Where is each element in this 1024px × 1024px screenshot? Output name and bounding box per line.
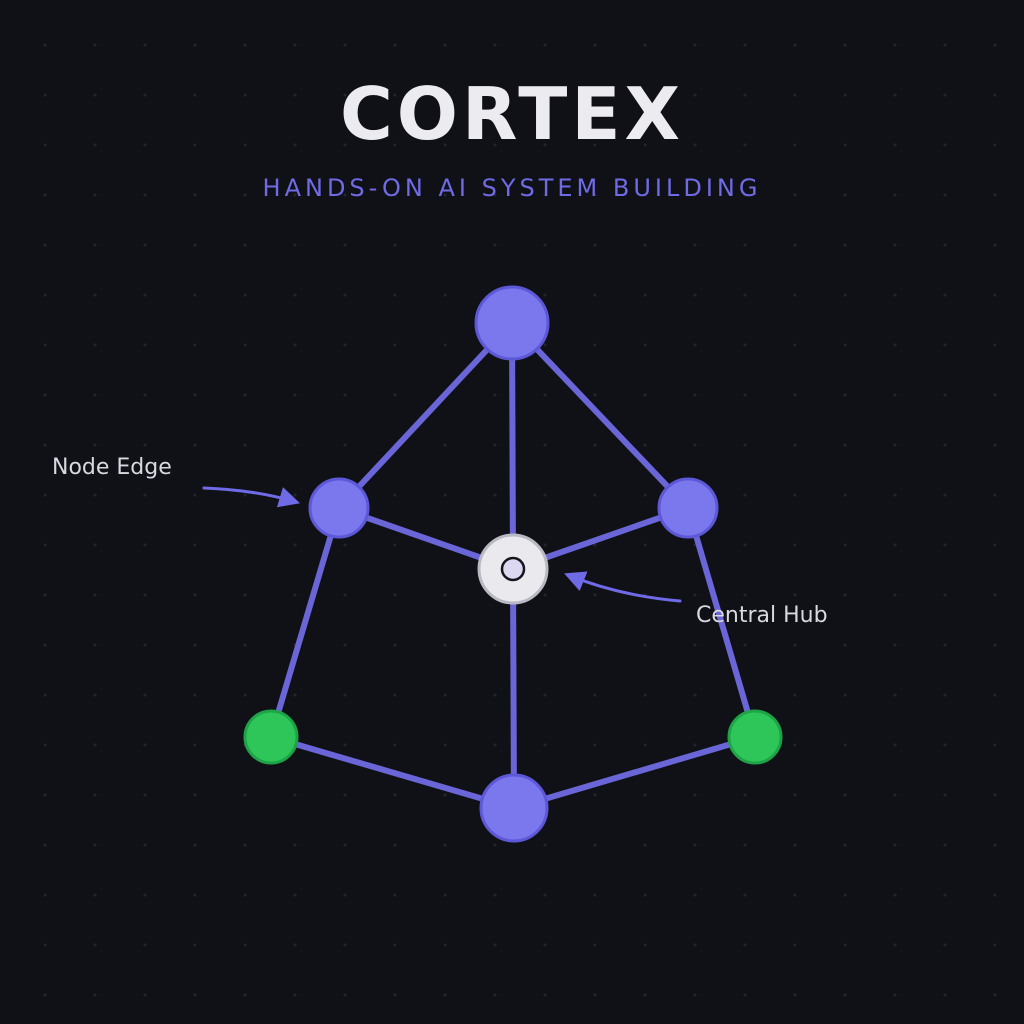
edges-layer — [268, 320, 758, 811]
central-hub-callout: Central Hub — [564, 571, 828, 628]
bottom-left-node — [243, 709, 299, 765]
node-edge-label: Node Edge — [52, 455, 172, 480]
edge-top-node-to-right-node — [509, 320, 691, 511]
edge-left-node-to-bottom-left-node — [268, 505, 342, 740]
node-edge-callout: Node Edge — [52, 455, 301, 508]
central-hub-arrow — [564, 571, 682, 603]
nodes-layer — [243, 285, 783, 843]
top-node — [474, 285, 550, 361]
edge-central-hub-to-bottom-node — [510, 566, 517, 811]
edge-bottom-left-node-to-bottom-node — [268, 734, 517, 811]
edge-bottom-right-node-to-bottom-node — [511, 734, 758, 811]
edge-right-node-to-bottom-right-node — [685, 505, 758, 740]
edge-top-node-to-left-node — [336, 320, 515, 511]
central-hub-label: Central Hub — [696, 603, 828, 628]
bottom-right-node — [727, 709, 783, 765]
node-edge-arrow — [202, 486, 301, 508]
bottom-node — [479, 773, 549, 843]
diagram-subtitle: HANDS-ON AI SYSTEM BUILDING — [262, 174, 762, 202]
central-hub-core — [500, 556, 526, 582]
left-node — [308, 477, 370, 539]
diagram-title: CORTEX — [339, 72, 685, 156]
edge-top-node-to-central-hub — [509, 320, 516, 572]
right-node — [657, 477, 719, 539]
